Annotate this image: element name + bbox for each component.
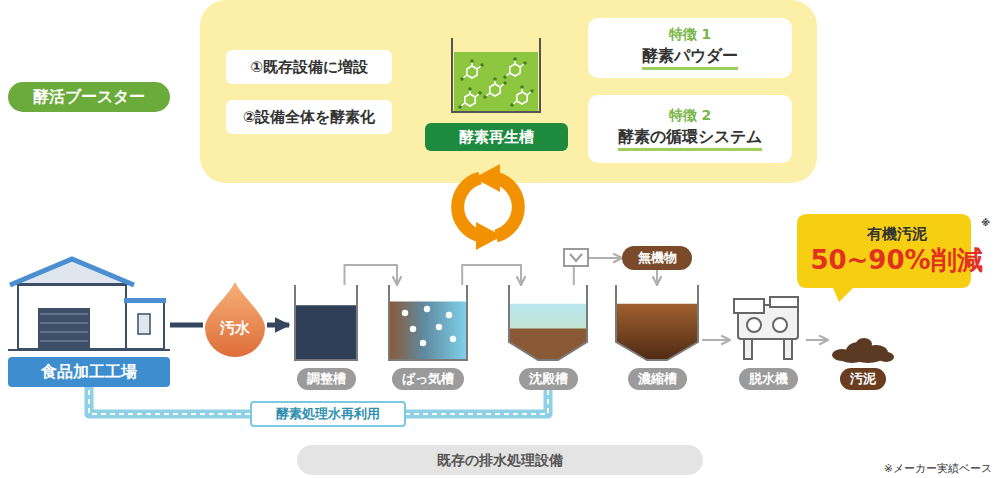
- feature-heading: 特徴 2: [669, 107, 712, 124]
- node-text: 食品加工工場: [8, 357, 170, 387]
- tank-drawing: [509, 285, 587, 360]
- tank-drawing: [295, 285, 357, 360]
- product-badge: 酵活ブースター: [8, 82, 170, 112]
- sludge: 汚泥: [828, 325, 898, 390]
- node-text: 既存の排水処理設備: [437, 452, 563, 469]
- pipe-stripe: [406, 390, 548, 414]
- factory: 食品加工工場: [8, 250, 170, 387]
- connector-group: [406, 390, 548, 414]
- factory-building: [8, 259, 170, 350]
- screen-symbol: [564, 249, 588, 266]
- feature-box: 特徴 2 酵素の循環システム: [588, 95, 792, 163]
- dehydrator: 脱水機: [730, 295, 806, 390]
- footnote-mark: ※: [981, 218, 990, 229]
- wastewater-drop: 汚水: [203, 280, 267, 358]
- tank-illustration: [289, 285, 363, 362]
- node-text: 脱水機: [739, 368, 798, 390]
- reduction-callout: 有機汚泥 50~90%削減 ※: [797, 214, 996, 302]
- connector-group: [806, 340, 828, 341]
- flow-arrow: [702, 339, 730, 341]
- pipe-connector: [656, 270, 658, 285]
- connector-group: [89, 387, 250, 414]
- tank-illustration: [505, 285, 591, 362]
- node-text: 沈殿槽: [519, 368, 578, 390]
- node-text: 酵活ブースター: [33, 87, 145, 106]
- connector-group: [267, 325, 289, 326]
- node-text: 汚水: [220, 319, 250, 337]
- tank-illustration: [730, 295, 806, 362]
- node-text: 汚泥: [840, 368, 886, 390]
- system-band: 既存の排水処理設備: [297, 445, 703, 475]
- tank-illustration: [383, 285, 473, 362]
- tank-drawing: [832, 338, 894, 363]
- option-box: ①既存設備に増設: [226, 50, 392, 84]
- feature-box: 特徴 1 酵素パウダー: [588, 18, 792, 78]
- tank-illustration: [612, 285, 702, 362]
- node-text: 無機物: [638, 250, 677, 266]
- node-text: 酵素処理水再利用: [276, 406, 380, 422]
- reuse-pipe: [406, 390, 548, 414]
- callout-heading: 有機汚泥: [867, 225, 927, 243]
- adjustment-tank: 調整槽: [289, 285, 363, 390]
- pipe-connector: [462, 265, 521, 285]
- option-box: ②設備全体を酵素化: [226, 100, 392, 134]
- tank-drawing: [734, 297, 798, 359]
- node-text: 酵素再生槽: [459, 128, 534, 146]
- node-text: 濃縮槽: [628, 368, 687, 390]
- node-text: 調整槽: [297, 368, 356, 390]
- thickener-tank: 濃縮槽: [612, 285, 702, 390]
- feature-name: 酵素パウダー: [642, 46, 738, 70]
- connector-group: [345, 265, 398, 285]
- node-text: ①既存設備に増設: [250, 58, 368, 76]
- connector-group: [702, 340, 730, 341]
- feature-heading: 特徴 1: [669, 26, 712, 43]
- tank-label: 酵素再生槽: [425, 123, 568, 151]
- wastewater-arrow: [267, 323, 289, 328]
- pipe-stripe: [89, 387, 250, 414]
- pipe-connector: [345, 265, 398, 285]
- reduction-value: 50~90%削減: [810, 245, 982, 276]
- flow-arrow: [806, 339, 828, 341]
- connector-group: [462, 265, 521, 285]
- tank-drawing: [616, 285, 698, 360]
- connector-group: [657, 270, 658, 285]
- tank-drawing: [389, 285, 467, 360]
- inorganic-label: 無機物: [622, 246, 692, 270]
- reuse-label: 酵素処理水再利用: [250, 401, 406, 427]
- feature-name: 酵素の循環システム: [618, 127, 762, 151]
- feature-panel: [200, 0, 817, 183]
- tank-illustration: [8, 250, 170, 351]
- wastewater-line: [170, 323, 203, 328]
- tank-illustration: [828, 325, 898, 362]
- node-text: ②設備全体を酵素化: [243, 108, 376, 126]
- aeration-tank: ばっ気槽: [383, 285, 473, 390]
- reuse-pipe: [89, 387, 250, 414]
- footnote: ※メーカー実績ベース: [884, 462, 992, 475]
- node-text: ばっ気槽: [392, 368, 464, 390]
- settling-tank: 沈殿槽: [505, 285, 591, 390]
- cycle-arrows: [458, 164, 519, 250]
- connector-group: [170, 325, 203, 326]
- enzyme-tank: [452, 38, 540, 112]
